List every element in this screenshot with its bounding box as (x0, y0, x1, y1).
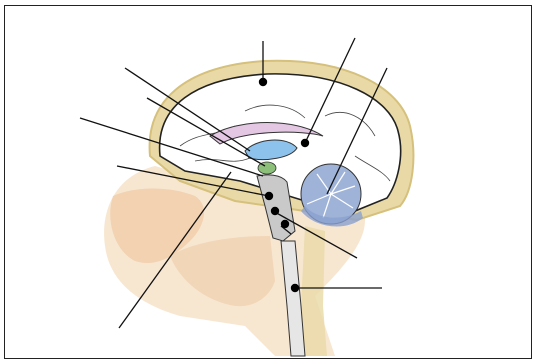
label-dot-5 (281, 220, 289, 228)
label-dot-3 (265, 192, 273, 200)
label-dot-6 (291, 284, 299, 292)
vertebrae (301, 226, 327, 356)
diagram-frame (4, 5, 532, 359)
label-dot-1 (259, 78, 267, 86)
label-dot-4 (271, 207, 279, 215)
brain-diagram (5, 6, 532, 359)
label-dot-2 (301, 139, 309, 147)
